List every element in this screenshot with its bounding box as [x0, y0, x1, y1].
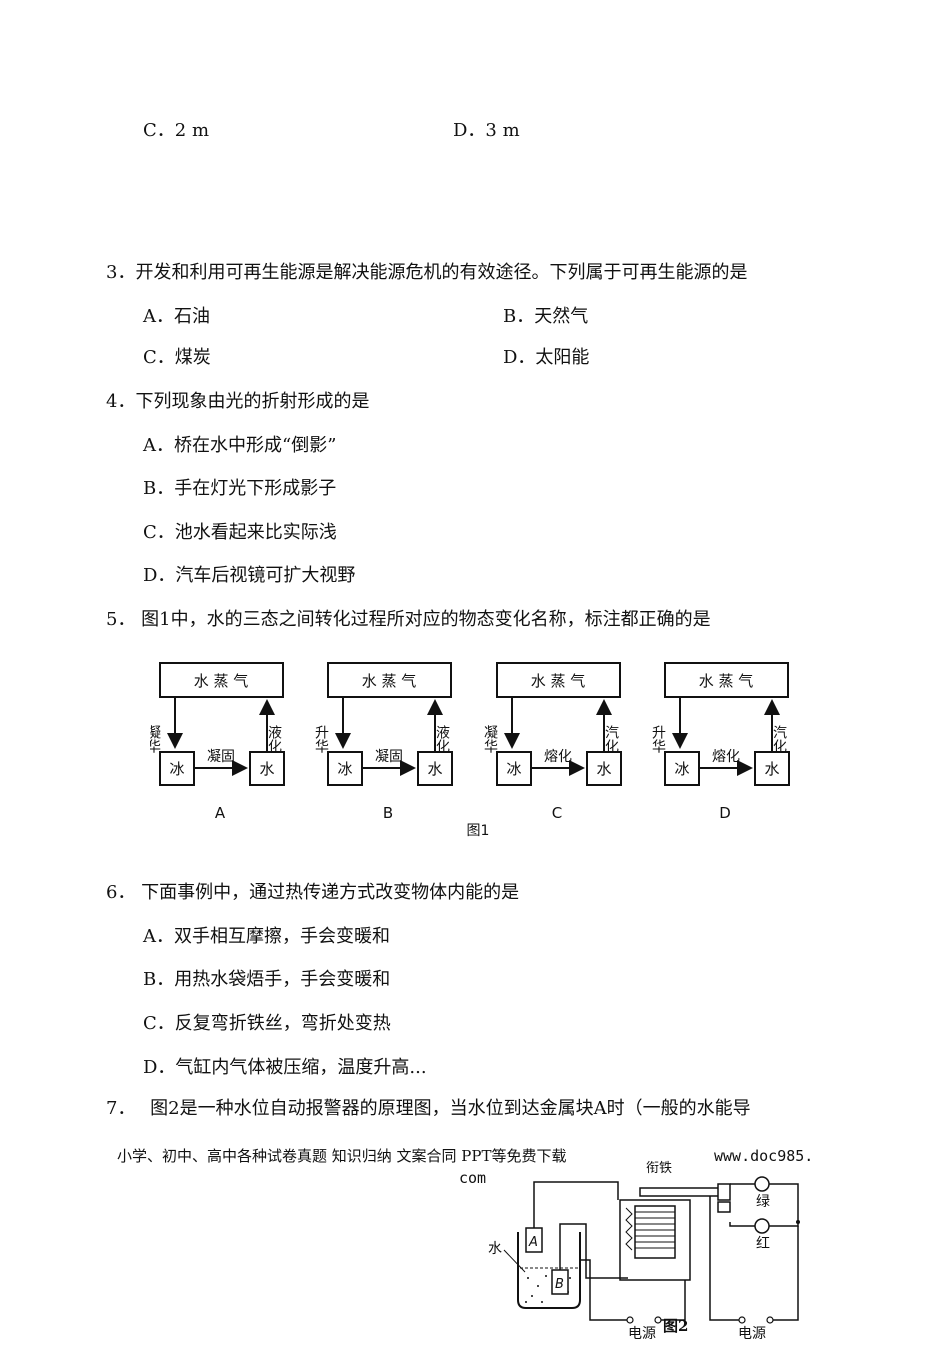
panel-c-ice-label: 冰: [506, 760, 521, 778]
power-right-label: 电源: [738, 1326, 766, 1342]
figure-1-phase-diagrams: 水 蒸 气 凝华 液化 冰 水 凝固 A 水 蒸 气 升华 液化 冰 水: [145, 655, 800, 840]
panel-a-ice-label: 冰: [169, 760, 184, 778]
panel-b-ice-label: 冰: [337, 760, 352, 778]
block-b-label: B: [555, 1277, 564, 1292]
panel-c-vapor-label: 水 蒸 气: [531, 672, 586, 690]
green-label: 绿: [756, 1194, 770, 1210]
panel-a-bottom-arrow-label: 凝固: [207, 749, 235, 765]
panel-a-vapor-label: 水 蒸 气: [194, 672, 249, 690]
q3-option-b: B．天然气: [503, 306, 589, 327]
red-label: 红: [756, 1236, 770, 1252]
panel-a-right-arrow-label: 液化: [266, 725, 282, 754]
red-lamp: [754, 1218, 770, 1234]
q5-stem: 5． 图1中，水的三态之间转化过程所对应的物态变化名称，标注都正确的是: [106, 609, 711, 630]
panel-d: 水 蒸 气 升华 汽化 冰 水 熔化 D: [650, 662, 790, 822]
q4-option-a: A．桥在水中形成“倒影”: [143, 435, 337, 456]
panel-a-letter: A: [215, 804, 226, 822]
figure-2-caption: 图2: [663, 1317, 689, 1335]
block-a-label: A: [528, 1235, 538, 1250]
panel-c-right-arrow-label: 汽化: [603, 725, 619, 754]
watermark-line-2: com: [459, 1169, 487, 1187]
q2-option-c: C．2 m: [143, 120, 210, 141]
figure-2-svg: 水 A B 衔铁 绿 红: [488, 1161, 800, 1342]
q3-stem: 3．开发和利用可再生能源是解决能源危机的有效途径。下列属于可再生能源的是: [106, 262, 748, 283]
panel-b-bottom-arrow-label: 凝固: [375, 749, 403, 765]
power-left-label: 电源: [628, 1326, 656, 1342]
panel-d-ice-label: 冰: [674, 760, 689, 778]
q6-option-b: B．用热水袋焐手，手会变暖和: [143, 969, 391, 990]
panel-c-left-arrow-label: 凝华: [482, 725, 498, 753]
q6-option-c: C．反复弯折铁丝，弯折处变热: [143, 1013, 391, 1034]
q7-stem: 7． 图2是一种水位自动报警器的原理图，当水位到达金属块A时（一般的水能导: [106, 1098, 751, 1119]
panel-b: 水 蒸 气 升华 液化 冰 水 凝固 B: [313, 662, 453, 822]
panel-b-vapor-label: 水 蒸 气: [362, 672, 417, 690]
panel-b-right-arrow-label: 液化: [434, 725, 450, 754]
panel-d-water-label: 水: [764, 760, 779, 778]
panel-b-letter: B: [383, 804, 393, 822]
figure-1-svg: 水 蒸 气 凝华 液化 冰 水 凝固 A 水 蒸 气 升华 液化 冰 水: [145, 662, 790, 839]
q3-option-a: A．石油: [143, 306, 210, 327]
watermark-line-1: 小学、初中、高中各种试卷真题 知识归纳 文案合同 PPT等免费下载: [117, 1147, 567, 1165]
q2-option-d: D．3 m: [453, 120, 520, 141]
q4-option-b: B．手在灯光下形成影子: [143, 478, 337, 499]
figure-2-alarm-circuit: 水 A B 衔铁 绿 红: [480, 1160, 820, 1342]
armature-label: 衔铁: [646, 1161, 672, 1176]
green-lamp: [754, 1176, 770, 1192]
panel-a-water-label: 水: [259, 760, 274, 778]
q4-option-c: C．池水看起来比实际浅: [143, 522, 337, 543]
panel-d-vapor-label: 水 蒸 气: [699, 672, 754, 690]
panel-c-water-label: 水: [596, 760, 611, 778]
panel-c-letter: C: [552, 804, 562, 822]
panel-d-left-arrow-label: 升华: [650, 725, 666, 753]
beaker: [517, 1232, 581, 1309]
panel-b-left-arrow-label: 升华: [313, 725, 329, 753]
panel-c: 水 蒸 气 凝华 汽化 冰 水 熔化 C: [482, 662, 622, 822]
figure-1-caption: 图1: [467, 823, 490, 839]
q6-option-d: D．气缸内气体被压缩，温度升高...: [143, 1057, 427, 1078]
q3-option-d: D．太阳能: [503, 347, 590, 368]
panel-d-right-arrow-label: 汽化: [771, 725, 787, 754]
panel-a-left-arrow-label: 凝华: [150, 725, 161, 753]
q6-option-a: A．双手相互摩擦，手会变暖和: [143, 926, 390, 947]
panel-a: 水 蒸 气 凝华 液化 冰 水 凝固 A: [145, 662, 285, 822]
panel-b-water-label: 水: [427, 760, 442, 778]
q4-option-d: D．汽车后视镜可扩大视野: [143, 565, 356, 586]
panel-c-bottom-arrow-label: 熔化: [544, 749, 572, 765]
panel-d-bottom-arrow-label: 熔化: [712, 749, 740, 765]
watermark-url: www.doc985.: [714, 1147, 814, 1165]
q3-option-c: C．煤炭: [143, 347, 211, 368]
panel-d-letter: D: [719, 804, 731, 822]
q6-stem: 6． 下面事例中，通过热传递方式改变物体内能的是: [106, 882, 520, 903]
water-label: 水: [488, 1241, 502, 1257]
q4-stem: 4．下列现象由光的折射形成的是: [106, 391, 370, 412]
